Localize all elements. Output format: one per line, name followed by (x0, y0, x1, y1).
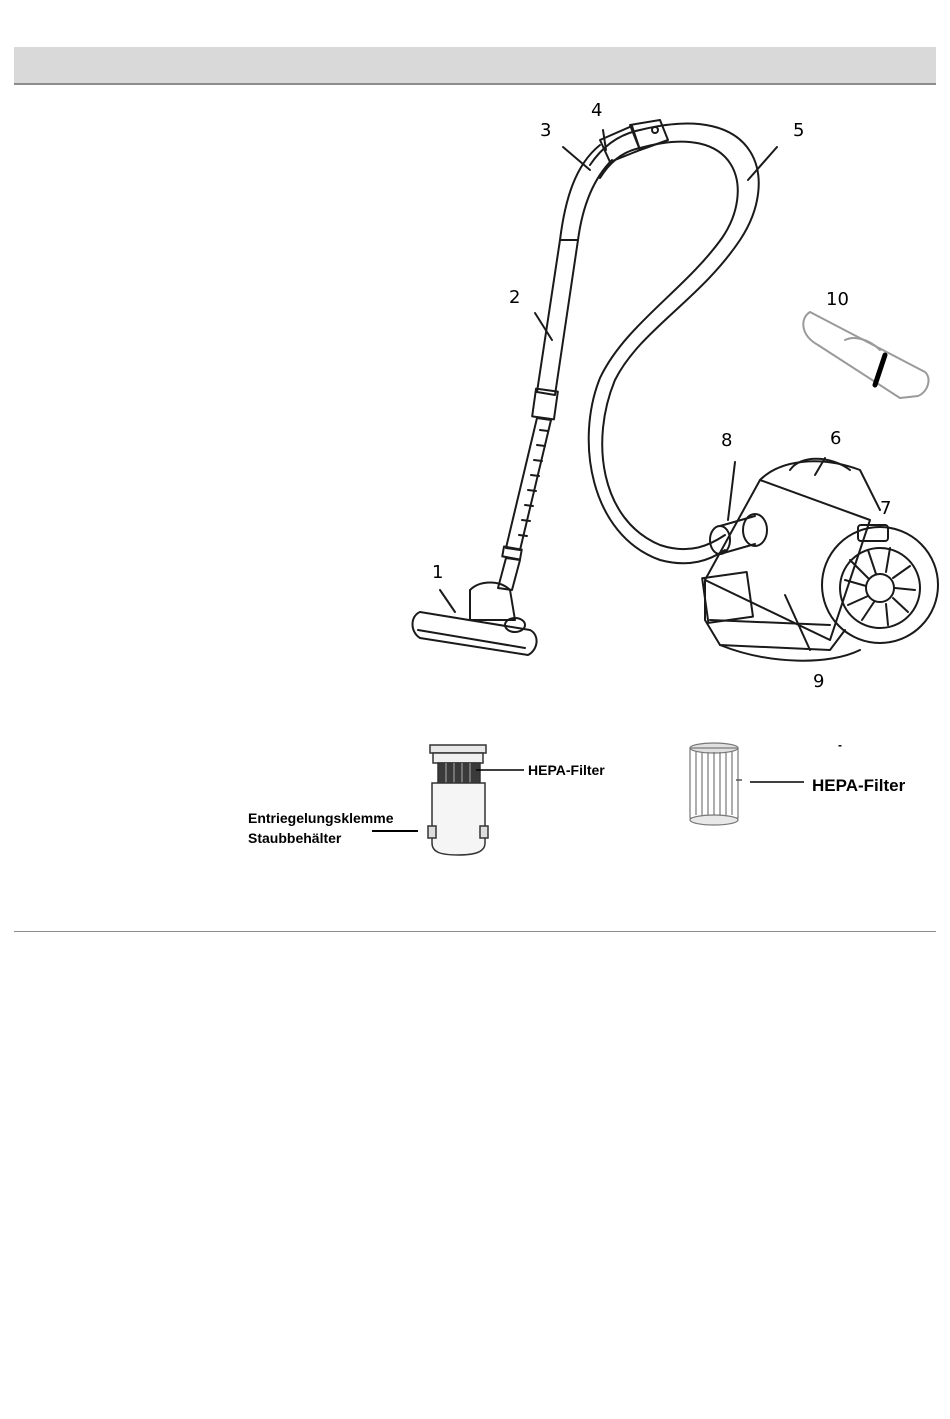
callout-7: 7 (880, 498, 891, 519)
dust-container-unit (428, 745, 488, 855)
release-clip-label: Entriegelungsklemme (248, 810, 394, 826)
footer-rule (14, 931, 936, 932)
hepa-filter-label: HEPA-Filter (528, 762, 605, 778)
container-label: Staubbehälter (248, 830, 342, 846)
hepa-cartridge-label: HEPA-Filter (812, 776, 906, 795)
callout-8: 8 (721, 430, 732, 451)
callout-2: 2 (509, 287, 520, 308)
leader-lines (440, 130, 825, 650)
callout-3: 3 (540, 120, 551, 141)
callout-10: 10 (826, 289, 849, 310)
floor-nozzle (413, 583, 537, 656)
callout-1: 1 (432, 562, 443, 583)
callout-4: 4 (591, 100, 602, 121)
crevice-tool (803, 312, 928, 398)
callout-6: 6 (830, 428, 841, 449)
main-body (702, 459, 938, 661)
hepa-filter-cartridge (690, 743, 738, 825)
dash-mark: - (838, 738, 842, 752)
callout-9: 9 (813, 671, 824, 692)
hose (589, 123, 759, 563)
callout-5: 5 (793, 120, 804, 141)
handle-tube (560, 145, 612, 240)
